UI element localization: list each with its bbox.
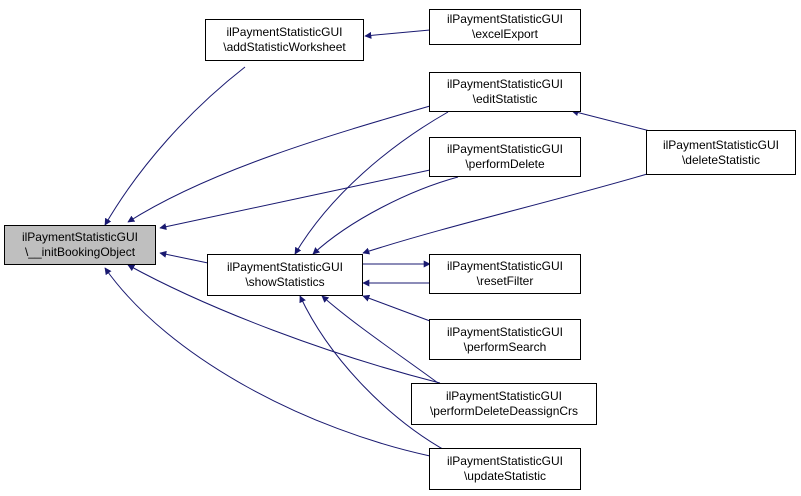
node-method-label: \showStatistics [245,275,325,289]
node-method-label: \editStatistic [472,92,538,106]
node-method-label: \deleteStatistic [681,152,761,167]
node-perform-search[interactable]: ilPaymentStatisticGUI \performSearch [429,319,581,360]
edge-edit-to-show [294,111,449,255]
edge-add-to-init [104,66,246,226]
node-method-label: \performDelete [465,157,545,171]
node-method-label: \addStatisticWorksheet [223,40,346,54]
node-excel-export[interactable]: ilPaymentStatisticGUI \excelExport [429,9,581,45]
edge-excel-to-add [364,29,431,39]
node-show-statistics[interactable]: ilPaymentStatisticGUI \showStatistics [207,254,363,296]
node-method-label: \updateStatistic [463,469,547,483]
node-class-label: ilPaymentStatisticGUI [662,137,780,152]
node-init-booking-object[interactable]: ilPaymentStatisticGUI \__initBookingObje… [4,225,156,265]
node-class-label: ilPaymentStatisticGUI [446,12,564,26]
node-class-label: ilPaymentStatisticGUI [226,260,344,274]
node-reset-filter[interactable]: ilPaymentStatisticGUI \resetFilter [429,254,581,294]
node-method-label: \resetFilter [476,274,534,288]
edge-edit-to-init [127,105,431,223]
node-method-label: \performDeleteDeassignCrs [429,404,579,418]
node-perform-delete[interactable]: ilPaymentStatisticGUI \performDelete [429,137,581,177]
edge-delstat-to-edit [571,109,655,133]
edge-upd-to-init [104,267,431,457]
node-class-label: ilPaymentStatisticGUI [446,142,564,156]
node-class-label: ilPaymentStatisticGUI [445,389,563,403]
node-perform-delete-deassign-crs[interactable]: ilPaymentStatisticGUI \performDeleteDeas… [411,383,597,425]
node-method-label: \__initBookingObject [24,245,136,259]
node-class-label: ilPaymentStatisticGUI [21,230,139,244]
edge-pdelcrs-to-init [127,264,441,384]
node-method-label: \performSearch [463,339,547,354]
node-class-label: ilPaymentStatisticGUI [446,454,564,468]
node-method-label: \excelExport [471,27,539,41]
node-edit-statistic[interactable]: ilPaymentStatisticGUI \editStatistic [429,72,581,112]
node-class-label: ilPaymentStatisticGUI [446,77,564,91]
node-update-statistic[interactable]: ilPaymentStatisticGUI \updateStatistic [429,448,581,490]
edge-delstat-to-show [362,171,655,255]
node-delete-statistic[interactable]: ilPaymentStatisticGUI \deleteStatistic [646,130,796,175]
edge-pdel-to-show [312,176,459,255]
edge-psearch-to-show [362,294,431,322]
edge-upd-to-show [299,295,449,453]
node-class-label: ilPaymentStatisticGUI [446,324,564,339]
node-add-statistic-worksheet[interactable]: ilPaymentStatisticGUI \addStatisticWorks… [205,19,364,61]
edge-show-to-init [159,250,209,264]
edge-pdel-to-init [159,169,431,231]
node-class-label: ilPaymentStatisticGUI [226,25,343,39]
edge-pdelcrs-to-show [321,295,439,384]
node-class-label: ilPaymentStatisticGUI [446,259,564,273]
